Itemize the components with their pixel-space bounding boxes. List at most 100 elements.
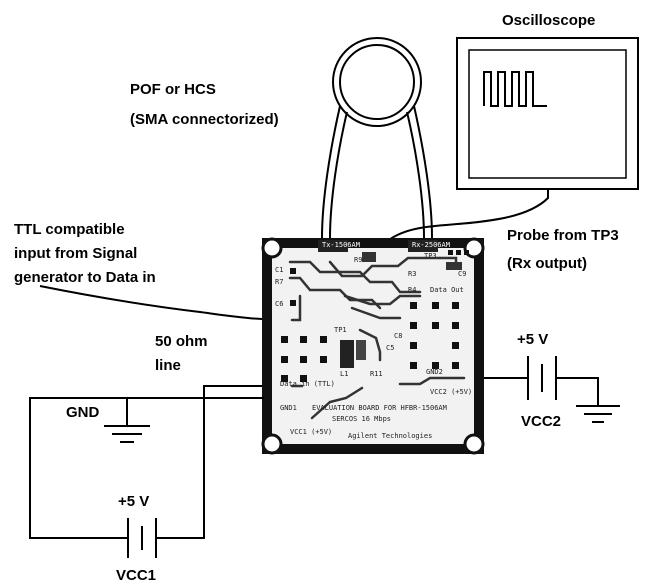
evaluation-board: Tx-1506AM Rx-2506AM C1 R7 C6 R9 R3 R4 C9… [261, 237, 485, 455]
fiber-label-line2: (SMA connectorized) [130, 111, 279, 128]
vcc1-voltage-label: +5 V [118, 493, 149, 510]
pad [290, 300, 296, 306]
pad [410, 362, 417, 369]
board-label-rx: Rx-2506AM [412, 241, 450, 249]
fiber-cable [321, 37, 433, 239]
pad [281, 375, 288, 382]
board-title-line1: EVALUATION BOARD FOR HFBR-1506AM [312, 404, 447, 412]
pad [290, 268, 296, 274]
board-label-tp3: TP3 [424, 252, 437, 260]
fiber-left-outer [321, 105, 341, 239]
board-label-gnd2: GND2 [426, 368, 443, 376]
rx-connector [408, 240, 438, 252]
board-label-r11: R11 [370, 370, 383, 378]
gnd-label: GND [66, 404, 100, 421]
pad [452, 342, 459, 349]
board-pads [281, 250, 469, 382]
trace-4 [328, 256, 442, 278]
vcc2-name-label: VCC2 [521, 413, 561, 430]
trace-1 [288, 260, 422, 294]
pad [448, 250, 453, 255]
trace-6 [350, 306, 402, 320]
board-title-line2: SERCOS 16 Mbps [332, 415, 391, 423]
board-traces [288, 256, 466, 420]
board-label-c6: C6 [275, 300, 283, 308]
gnd-wire-loop [29, 397, 264, 539]
pad [300, 336, 307, 343]
fiber-right-outer [413, 105, 433, 239]
pad [300, 356, 307, 363]
board-label-vcc1: VCC1 (+5V) [290, 428, 332, 436]
fiber-coil-inner [339, 44, 415, 120]
vcc2-circuit [484, 356, 620, 423]
trace-5 [343, 294, 422, 306]
mount-hole-br [463, 433, 485, 455]
pad [432, 322, 439, 329]
board-label-data-out: Data Out [430, 286, 464, 294]
mount-hole-bl [261, 433, 283, 455]
pad [452, 322, 459, 329]
line-label-line1: 50 ohm [155, 333, 208, 350]
pad [320, 336, 327, 343]
square-wave-trace [483, 71, 547, 107]
vcc1-wire [156, 385, 262, 539]
ttl-label-line1: TTL compatible [14, 221, 125, 238]
probe-label-line1: Probe from TP3 [507, 227, 619, 244]
board-label-gnd1: GND1 [280, 404, 297, 412]
vcc1-circuit [127, 385, 262, 558]
fiber-label-line1: POF or HCS [130, 81, 216, 98]
mount-hole-tl [261, 237, 283, 259]
pad [300, 375, 307, 382]
board-label-c5: C5 [386, 344, 394, 352]
board-label-c9: C9 [458, 270, 466, 278]
vcc2-wire-out [556, 377, 599, 406]
pad [320, 356, 327, 363]
board-label-data-in: Data in (TTL) [280, 380, 335, 388]
pad [281, 356, 288, 363]
pad [456, 250, 461, 255]
probe-label-line2: (Rx output) [507, 255, 587, 272]
oscilloscope-label: Oscilloscope [502, 12, 595, 29]
board-label-r7: R7 [275, 278, 283, 286]
ttl-label-line3: generator to Data in [14, 269, 156, 286]
ic-chip-1 [340, 340, 354, 368]
board-label-tp1: TP1 [334, 326, 347, 334]
board-label-c1: C1 [275, 266, 283, 274]
board-maker: Agilent Technologies [348, 432, 432, 440]
fiber-coil-outer [332, 37, 422, 127]
gnd-circuit [29, 397, 264, 539]
pad [281, 336, 288, 343]
pad [410, 342, 417, 349]
oscilloscope-screen [468, 49, 627, 179]
trace-9 [398, 376, 466, 386]
board-label-r9: R9 [354, 256, 362, 264]
pad [432, 362, 439, 369]
board-label-vcc2: VCC2 (+5V) [430, 388, 472, 396]
ic-chip-2 [356, 340, 366, 360]
tx-connector [318, 240, 348, 252]
board-surface [272, 248, 474, 444]
pad [464, 250, 469, 255]
fiber-right-inner [406, 111, 425, 239]
line-label-line2: line [155, 357, 181, 374]
pad [452, 302, 459, 309]
pad [452, 362, 459, 369]
vcc1-name-label: VCC1 [116, 567, 156, 584]
trace-7 [358, 328, 382, 362]
board-label-l1: L1 [340, 370, 348, 378]
ttl-input-line [39, 285, 291, 321]
trace-3 [290, 294, 302, 322]
board-label-r3: R3 [408, 270, 416, 278]
pad [410, 322, 417, 329]
ttl-label-line2: input from Signal [14, 245, 137, 262]
ic-chip-3 [362, 252, 376, 262]
trace-2 [288, 276, 382, 310]
mount-hole-tr [463, 237, 485, 259]
ic-chip-4 [446, 262, 462, 270]
board-label-r4: R4 [408, 286, 416, 294]
board-label-tx: Tx-1506AM [322, 241, 360, 249]
pad [410, 302, 417, 309]
vcc2-voltage-label: +5 V [517, 331, 548, 348]
fiber-left-inner [329, 111, 348, 239]
